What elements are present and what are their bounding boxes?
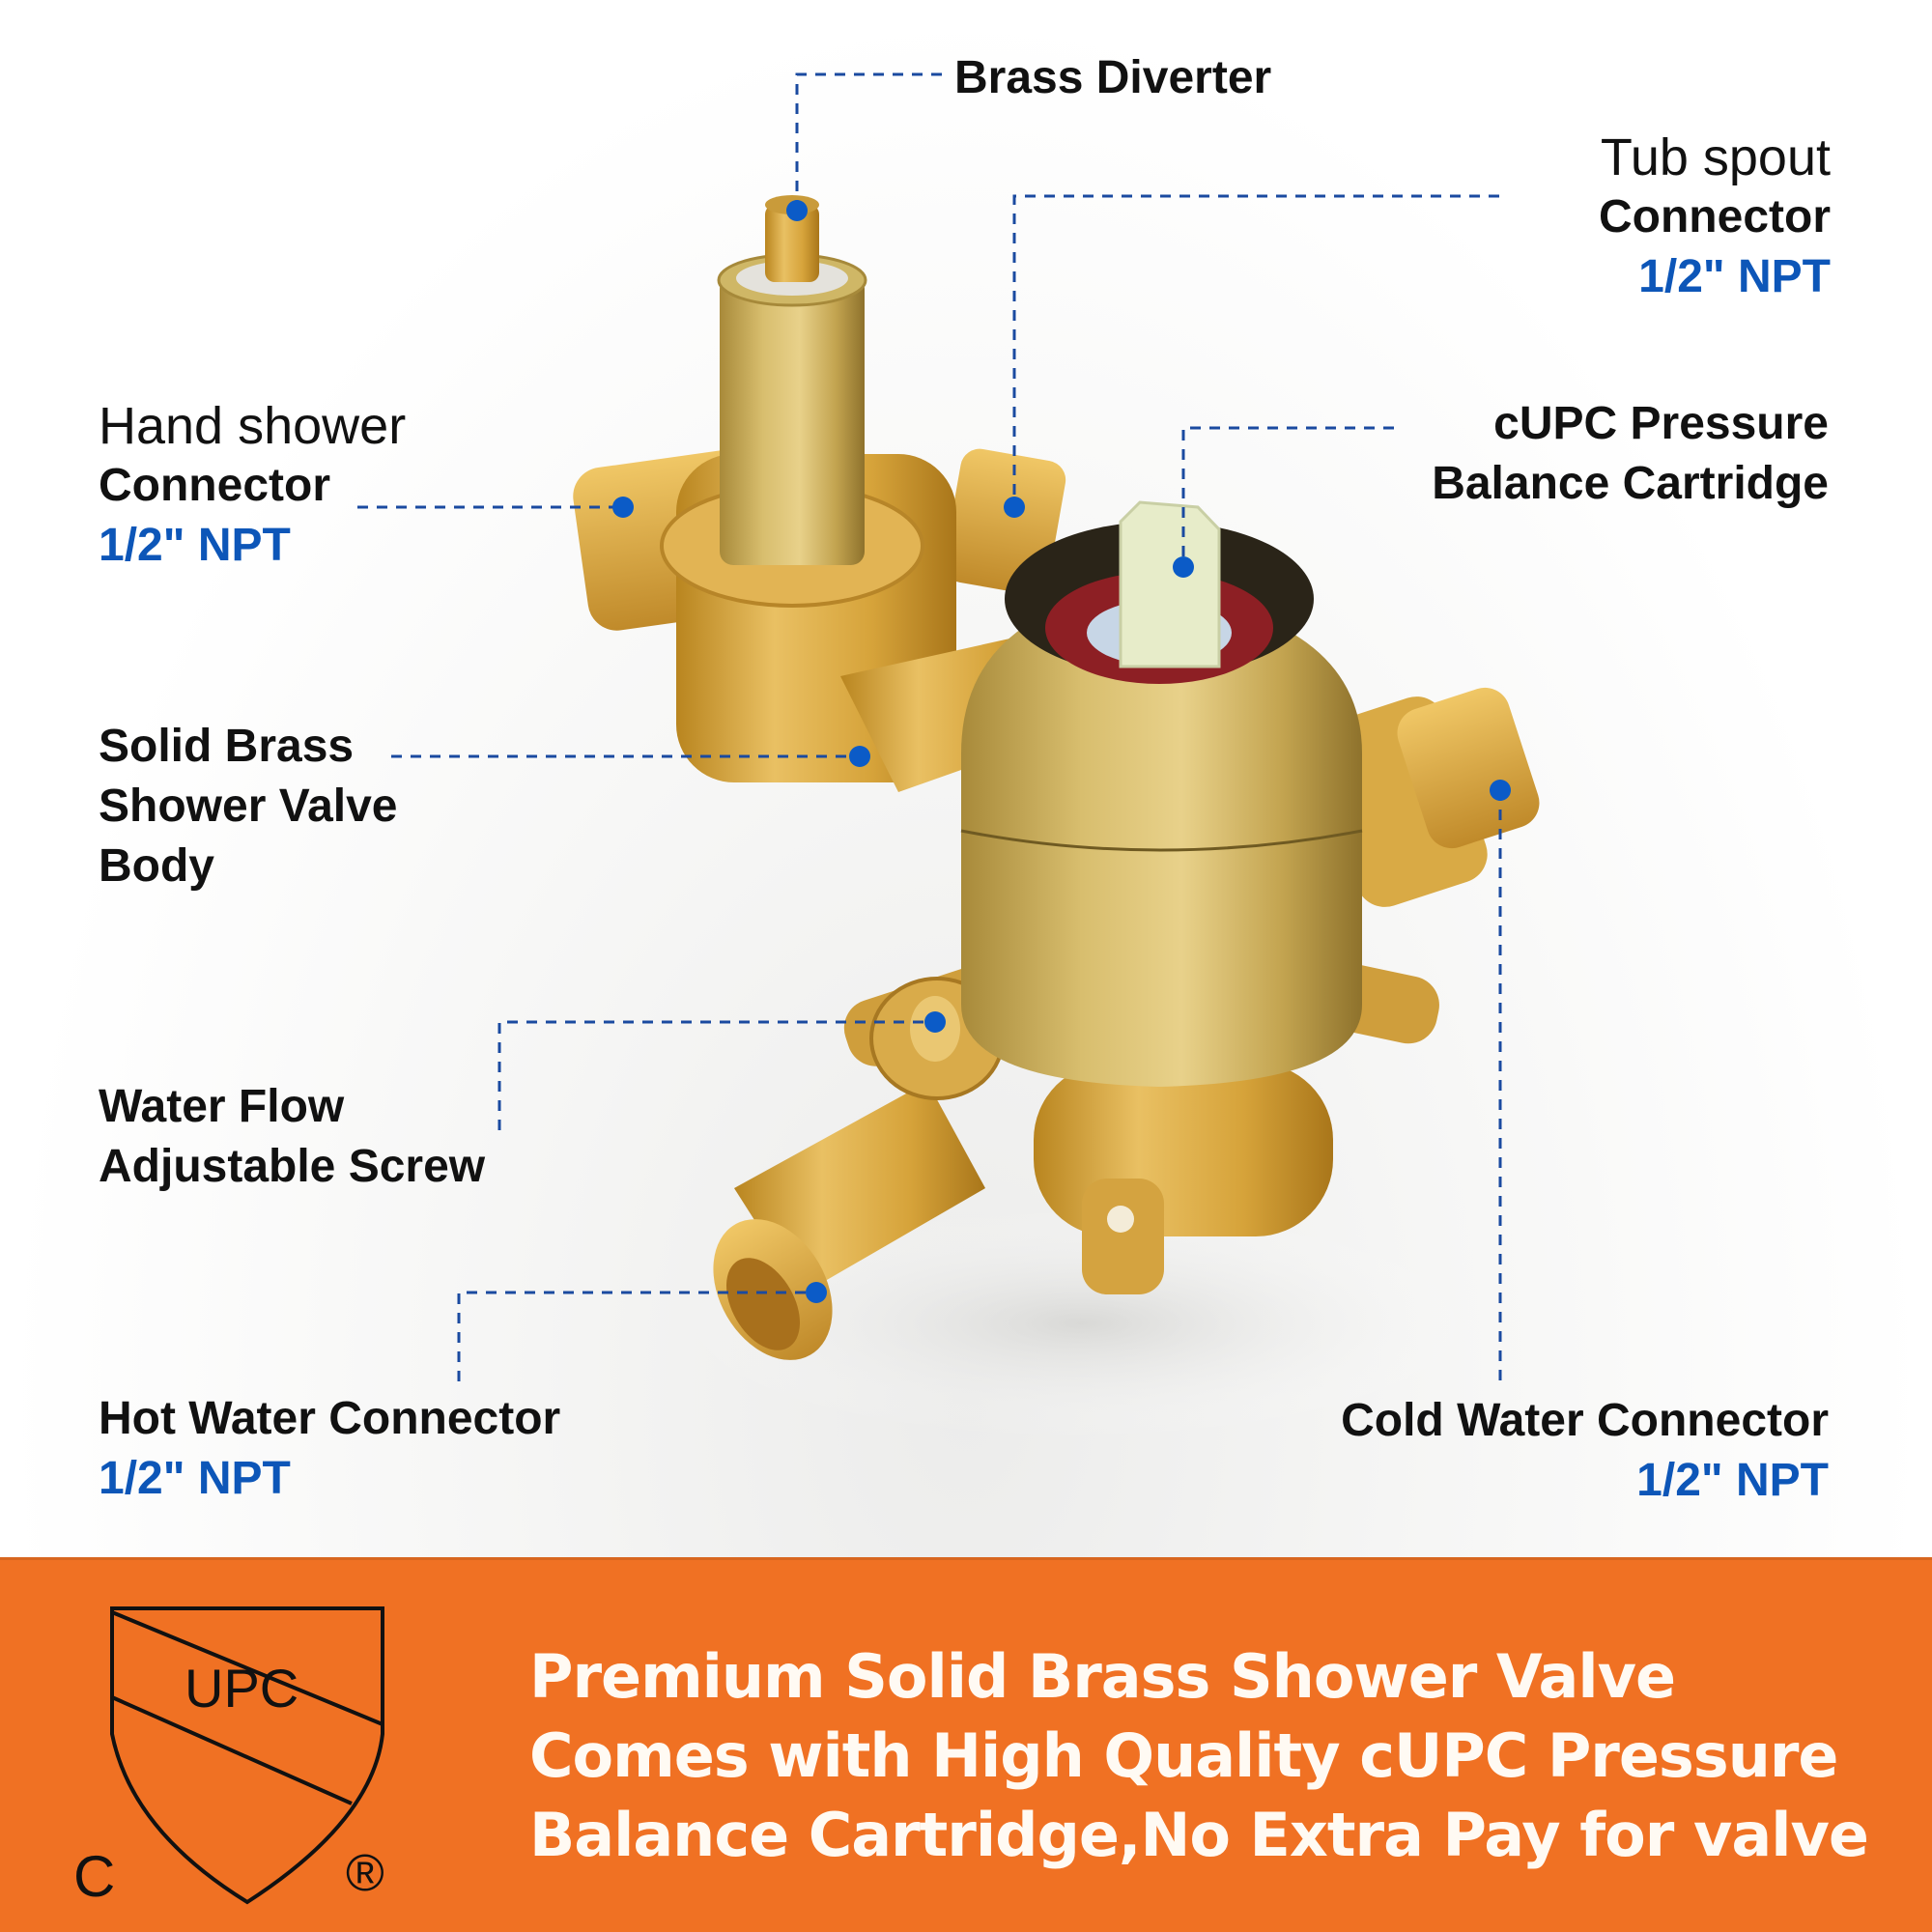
callout-brass-diverter: Brass Diverter bbox=[954, 48, 1271, 108]
callout-cold-water: Cold Water Connector 1/2" NPT bbox=[1341, 1391, 1829, 1511]
valve-body-line2: Shower Valve bbox=[99, 781, 398, 832]
brass-diverter-title: Brass Diverter bbox=[954, 52, 1272, 103]
dot-hand-shower bbox=[612, 497, 634, 518]
valve-body-line1: Solid Brass bbox=[99, 721, 355, 772]
hot-water-line1: Hot Water Connector bbox=[99, 1393, 561, 1444]
cartridge-line1: cUPC Pressure bbox=[1493, 398, 1829, 449]
dot-cold-water bbox=[1490, 780, 1511, 801]
dot-hot-water bbox=[806, 1282, 827, 1303]
shield-letter-u: UPC bbox=[185, 1658, 298, 1719]
callout-valve-body: Solid Brass Shower Valve Body bbox=[99, 717, 398, 896]
hand-shower-line2: Connector bbox=[99, 460, 330, 511]
flow-screw-line2: Adjustable Screw bbox=[99, 1141, 486, 1192]
cartridge-sleeve bbox=[960, 500, 1363, 1087]
tagline-line-2: Comes with High Quality cUPC Pressure bbox=[529, 1720, 1838, 1791]
leader-line-brass-diverter bbox=[795, 72, 942, 211]
cartridge-line2: Balance Cartridge bbox=[1432, 458, 1829, 509]
product-photo-area: Brass Diverter Tub spout Connector 1/2" … bbox=[0, 0, 1932, 1557]
callout-flow-screw: Water Flow Adjustable Screw bbox=[99, 1077, 485, 1197]
cold-water-spec: 1/2" NPT bbox=[1636, 1455, 1829, 1506]
dot-cartridge bbox=[1173, 556, 1194, 578]
tagline-line-3: Balance Cartridge,No Extra Pay for valve bbox=[529, 1800, 1869, 1870]
valve-body-line3: Body bbox=[99, 840, 214, 892]
callout-cartridge: cUPC Pressure Balance Cartridge bbox=[1432, 394, 1829, 514]
callout-hand-shower: Hand shower Connector 1/2" NPT bbox=[99, 396, 406, 576]
cupc-certification-logo: UPC C ® bbox=[73, 1606, 384, 1908]
floor-shadow bbox=[676, 1208, 1488, 1439]
shower-valve-illustration bbox=[357, 72, 1540, 1439]
dot-flow-screw bbox=[924, 1011, 946, 1033]
tub-spout-line1: Tub spout bbox=[1600, 128, 1831, 186]
c-mark: C bbox=[73, 1844, 115, 1908]
hand-shower-spec: 1/2" NPT bbox=[99, 520, 291, 571]
banner-tagline: Premium Solid Brass Shower Valve Comes w… bbox=[529, 1637, 1869, 1875]
leader-line-hot-water bbox=[457, 1291, 816, 1381]
registered-mark: ® bbox=[346, 1844, 384, 1902]
flow-screw-line1: Water Flow bbox=[99, 1081, 345, 1132]
cold-water-line1: Cold Water Connector bbox=[1341, 1395, 1829, 1446]
tub-spout-spec: 1/2" NPT bbox=[1638, 251, 1831, 302]
promo-banner: UPC C ® Premium Solid Brass Shower Valve… bbox=[0, 1557, 1932, 1932]
hand-shower-line1: Hand shower bbox=[99, 397, 407, 455]
leader-line-tub-spout bbox=[1012, 194, 1499, 507]
hot-water-spec: 1/2" NPT bbox=[99, 1453, 291, 1504]
dot-brass-diverter bbox=[786, 200, 808, 221]
shield-icon bbox=[110, 1606, 384, 1905]
dot-valve-body bbox=[849, 746, 870, 767]
callout-tub-spout: Tub spout Connector 1/2" NPT bbox=[1599, 128, 1831, 307]
dot-tub-spout bbox=[1004, 497, 1025, 518]
tagline-line-1: Premium Solid Brass Shower Valve bbox=[529, 1641, 1676, 1712]
callout-hot-water: Hot Water Connector 1/2" NPT bbox=[99, 1389, 560, 1509]
callout-dots bbox=[612, 200, 1511, 1303]
leader-lines bbox=[357, 72, 1502, 1381]
tub-spout-line2: Connector bbox=[1599, 191, 1831, 242]
